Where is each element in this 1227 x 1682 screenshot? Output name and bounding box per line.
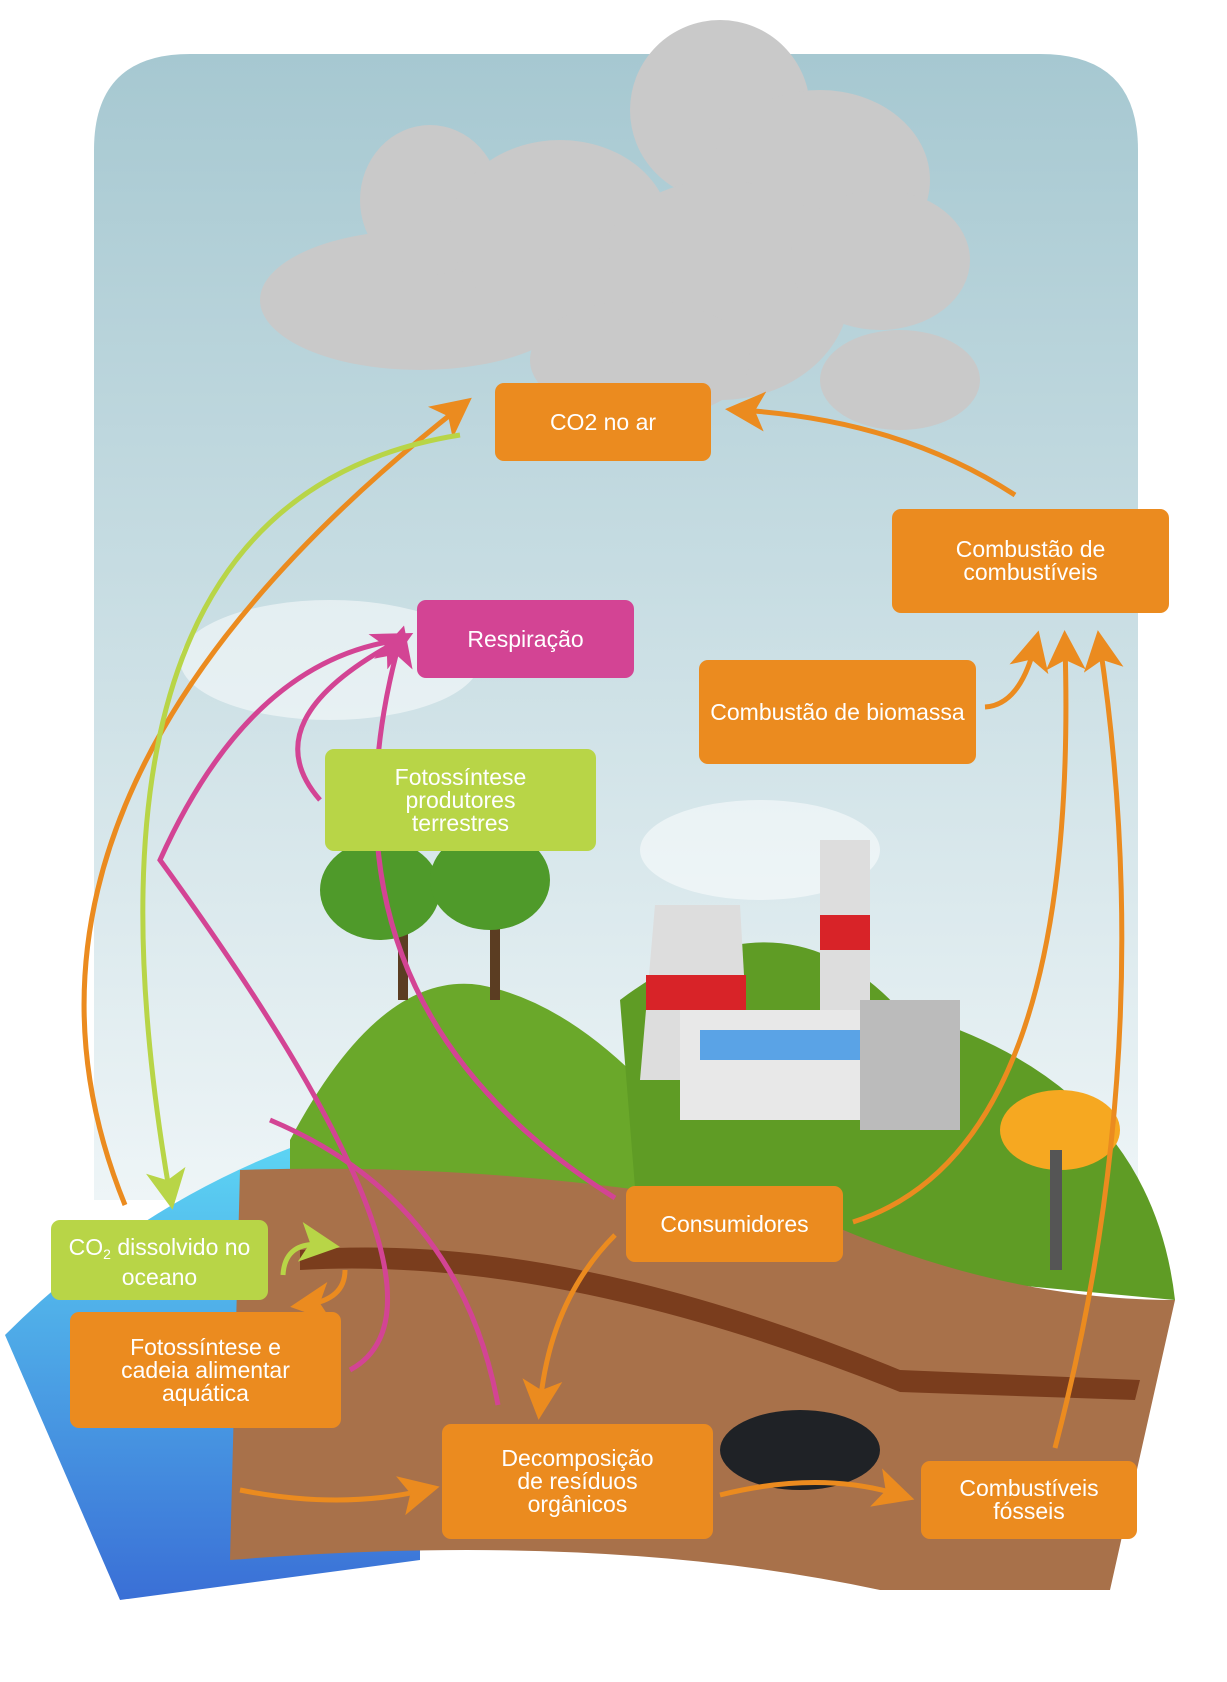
ocean-co2-label: CO2 dissolvido no oceano	[51, 1220, 268, 1300]
arrow-consumers-to-fuel	[852, 630, 1086, 1225]
biomass-combustion-label: Combustão de biomassa	[699, 660, 976, 764]
arrow-ocean-to-aquatic	[290, 1269, 348, 1322]
arrow-aquatic-to-ocean	[280, 1222, 340, 1276]
trees	[320, 830, 550, 1000]
soil-layer	[300, 1247, 1140, 1400]
fire-trees	[1000, 1090, 1120, 1270]
arrow-aquatic-to-respiration	[157, 637, 401, 1373]
ocean-co2-subscript: 2	[103, 1246, 111, 1262]
ocean-co2-prefix: CO	[68, 1234, 104, 1260]
arrow-air-to-ocean	[140, 432, 461, 1210]
arrow-fuel-to-air	[725, 391, 1017, 498]
factory-icon	[640, 840, 960, 1130]
land-photosynthesis-label: Fotossíntese produtores terrestres	[325, 749, 596, 851]
fuel-combustion-label: Combustão de combustíveis	[892, 509, 1169, 613]
arrow-land-to-respiration	[295, 632, 414, 802]
arrow-decomposition-to-fossil	[719, 1468, 915, 1507]
co2-air-label: CO2 no ar	[495, 383, 711, 461]
arrow-decomposition-to-respiration	[269, 1117, 501, 1406]
arrow-consumers-to-decomposition	[522, 1233, 617, 1420]
arrow-consumers-to-respiration	[373, 625, 617, 1201]
fossil-fuels-label: Combustíveis fósseis	[921, 1461, 1137, 1539]
arrow-fossil-to-fuel	[1052, 630, 1125, 1449]
hill-left	[290, 983, 640, 1200]
arrow-biomass-to-fuel	[984, 630, 1049, 710]
aquatic-photosynthesis-label: Fotossíntese e cadeia alimentar aquática	[70, 1312, 341, 1428]
arrow-ocean-to-air	[81, 397, 472, 1206]
ocean-co2-suffix: dissolvido no oceano	[110, 1234, 251, 1290]
consumers-label: Consumidores	[626, 1186, 843, 1262]
arrow-aquatic-to-decomposition	[239, 1476, 440, 1516]
decomposition-label: Decomposição de resíduos orgânicos	[442, 1424, 713, 1539]
coal-icon	[720, 1410, 880, 1490]
respiration-label: Respiração	[417, 600, 634, 678]
